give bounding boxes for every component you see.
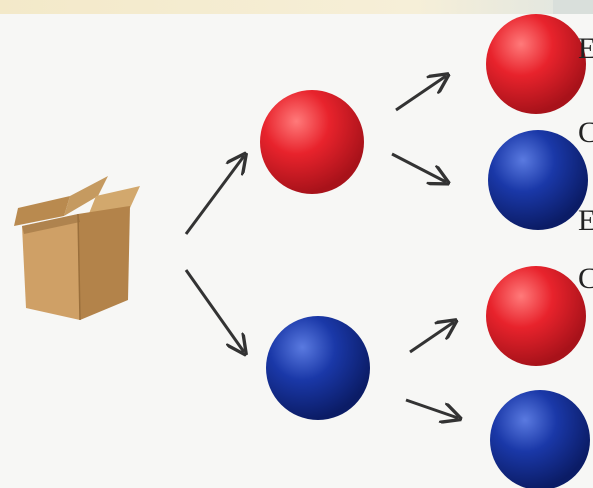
top-banner-corner bbox=[553, 0, 593, 14]
arrow-box-to-blue bbox=[184, 269, 244, 352]
top-banner-strip bbox=[0, 0, 593, 14]
arrow-blue-to-blue bbox=[405, 398, 458, 418]
ball-blue-level2-upper bbox=[488, 130, 588, 230]
cardboard-box-icon bbox=[14, 176, 140, 321]
edge-text-4: C bbox=[578, 264, 593, 294]
arrow-red-to-red bbox=[395, 76, 446, 112]
arrow-red-to-blue bbox=[391, 152, 446, 182]
edge-text-3: E bbox=[578, 206, 593, 236]
edge-text-2: C bbox=[578, 118, 593, 148]
edge-text-1: E bbox=[578, 34, 593, 64]
ball-red-level2-lower bbox=[486, 266, 586, 366]
ball-blue-level1 bbox=[266, 316, 370, 420]
ball-blue-level2-bottom bbox=[490, 390, 590, 488]
arrow-blue-to-red bbox=[409, 322, 454, 354]
ball-red-level1 bbox=[260, 90, 364, 194]
arrow-box-to-red bbox=[184, 156, 244, 235]
ball-red-level2-top bbox=[486, 14, 586, 114]
